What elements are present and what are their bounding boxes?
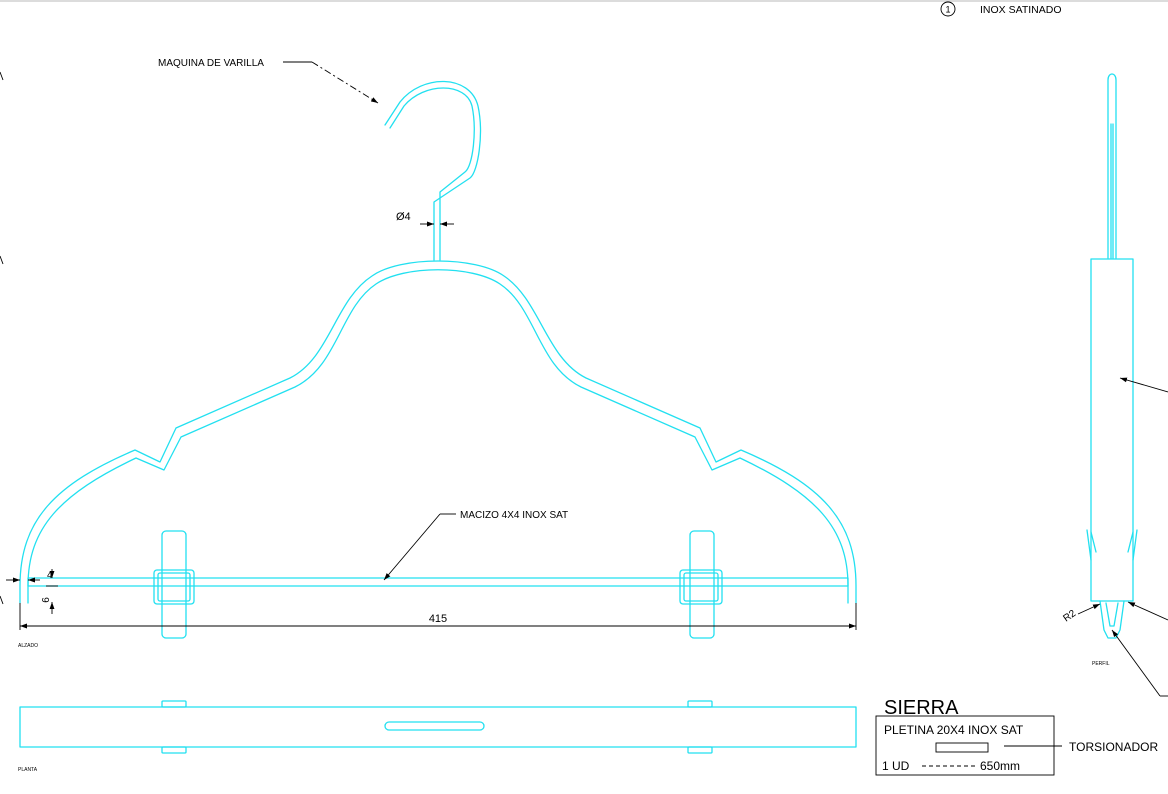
left-clip — [153, 530, 195, 639]
cut-material: PLETINA 20X4 INOX SAT — [884, 723, 1024, 737]
radius-label: R2 — [1061, 608, 1078, 625]
width-dim: 415 — [429, 613, 447, 625]
item-balloon — [940, 1, 956, 17]
hook-diameter-dim: Ø4 — [396, 211, 411, 223]
plan-outline — [19, 706, 857, 748]
plan-slot — [384, 721, 485, 731]
item-number: 1 — [945, 5, 950, 15]
rod-note: MACIZO 4X4 INOX SAT — [460, 510, 568, 521]
top-view: PLANTA — [18, 700, 857, 773]
rod-dim-b: 6 — [41, 597, 52, 603]
cut-length: 650mm — [980, 759, 1020, 773]
material-list: 1 INOX SATINADO — [940, 1, 1061, 17]
cut-quantity: 1 UD — [882, 759, 910, 773]
hanger-hook — [384, 80, 482, 261]
side-body — [1090, 258, 1134, 602]
side-view-caption: PERFIL — [1092, 661, 1110, 667]
side-view: R2 PERFIL — [1061, 73, 1168, 697]
right-clip — [679, 530, 723, 639]
cut-list-frame — [875, 715, 1055, 776]
bar-stock-icon — [935, 742, 989, 753]
hook-note: MAQUINA DE VARILLA — [158, 58, 264, 69]
material-name: INOX SATINADO — [980, 4, 1061, 16]
hanger-body-outline — [19, 260, 857, 604]
machine-name: TORSIONADOR — [1069, 740, 1158, 754]
rod-dim-a: 4 — [47, 570, 53, 581]
front-view-caption: ALZADO — [18, 643, 38, 649]
front-view: MAQUINA DE VARILLA Ø4 MACIZO 4X4 INOX SA… — [6, 58, 857, 649]
cut-list: SIERRA PLETINA 20X4 INOX SAT 1 UD 650mm … — [875, 697, 1158, 776]
side-hook — [1107, 73, 1117, 259]
hanger-bar — [27, 577, 849, 587]
process-title: SIERRA — [884, 697, 959, 719]
top-view-caption: PLANTA — [18, 767, 38, 773]
